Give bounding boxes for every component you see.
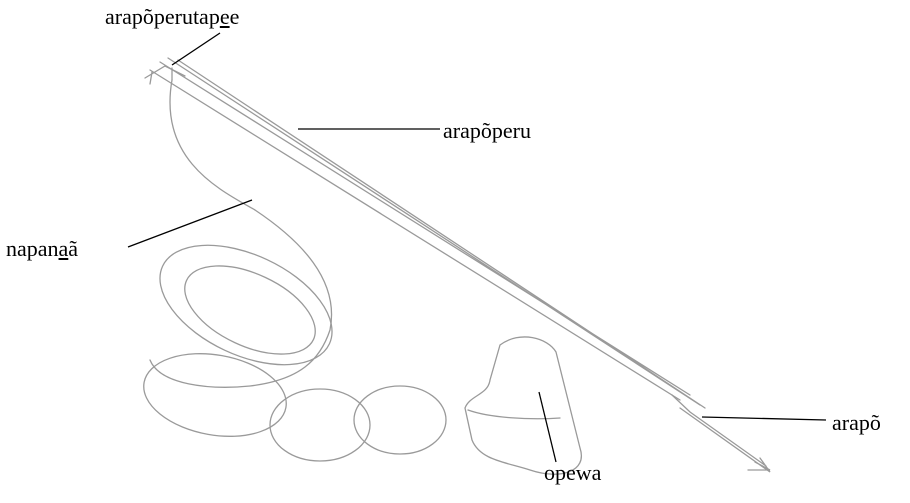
harpoon-shaft bbox=[150, 58, 705, 408]
label-arapoperu: arapõperu bbox=[443, 120, 531, 142]
leader-string bbox=[128, 200, 252, 247]
coil-3 bbox=[137, 343, 293, 447]
label-arapoperutapee: arapõperutapee bbox=[105, 6, 239, 28]
label-napanaa: napanaã bbox=[6, 238, 78, 260]
leader-arrowhead bbox=[702, 417, 826, 420]
container-drawing bbox=[465, 337, 581, 474]
coil-5 bbox=[354, 386, 446, 454]
harpoon-fork bbox=[145, 66, 185, 84]
leader-tip bbox=[172, 33, 220, 65]
arrowhead-drawing bbox=[672, 395, 770, 472]
label-opewa: opewa bbox=[544, 462, 601, 484]
coil-1 bbox=[141, 221, 350, 389]
label-arapo: arapõ bbox=[832, 412, 881, 434]
leader-container bbox=[539, 392, 556, 462]
